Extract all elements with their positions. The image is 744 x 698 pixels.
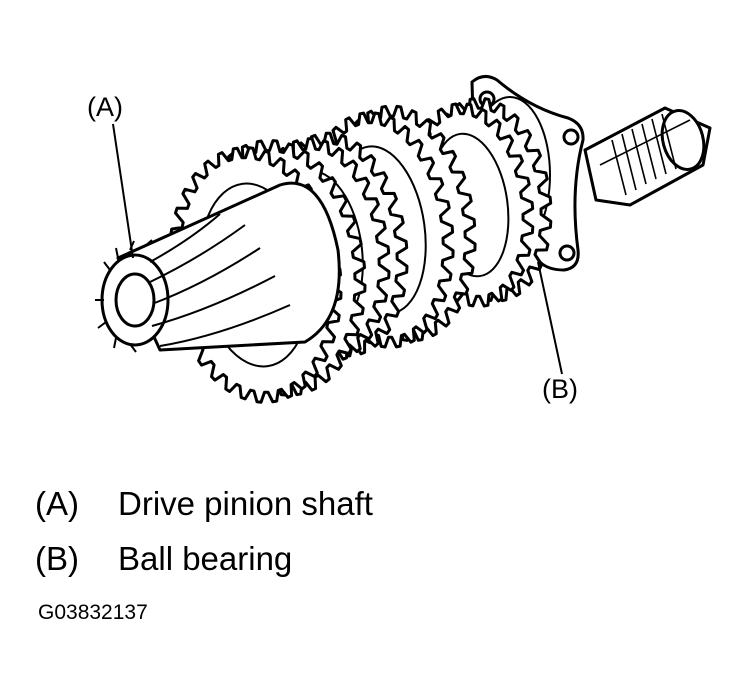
callout-a: (A) xyxy=(87,92,123,122)
legend-key-b: (B) xyxy=(35,540,79,577)
leader-lines xyxy=(112,123,563,375)
legend-text-a: Drive pinion shaft xyxy=(118,485,373,522)
legend-key-a: (A) xyxy=(35,485,79,522)
leader-line-a xyxy=(112,123,134,259)
legend-text-b: Ball bearing xyxy=(118,540,293,577)
leader-line-b xyxy=(537,261,563,375)
gear-shaft-illustration xyxy=(95,75,712,404)
drive-pinion xyxy=(95,181,341,353)
input-spline-shaft xyxy=(583,106,712,207)
figure-code: G03832137 xyxy=(38,601,148,624)
callout-b: (B) xyxy=(542,374,578,404)
